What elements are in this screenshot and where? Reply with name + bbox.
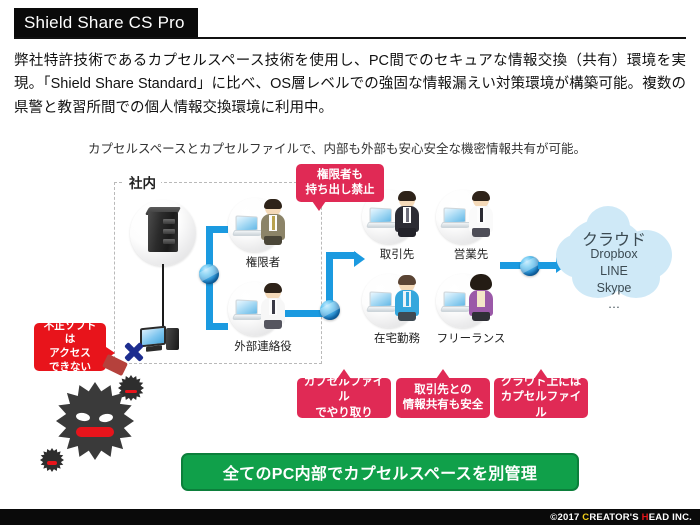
callout-capsule-exchange: カプセルファイル でやり取り	[297, 369, 391, 419]
egress-arrow-riser	[326, 252, 333, 316]
cloud-service-line: LINE	[600, 264, 628, 278]
callout-malware-line2: アクセス	[49, 347, 91, 359]
cloud-service-skype: Skype	[596, 281, 632, 295]
sales-client-label: 営業先	[453, 249, 489, 261]
callout-tail	[534, 369, 548, 379]
internal-zone-label: 社内	[124, 172, 161, 192]
authorized-user-label: 権限者	[245, 257, 281, 269]
connector-top-arm	[206, 226, 228, 233]
external-liaison-label: 外部連絡役	[234, 341, 292, 353]
callout-safe-sharing-line1: 取引先との	[414, 383, 472, 396]
egress-arrow-top	[326, 252, 356, 259]
callout-no-takeout-line2: 持ち出し禁止	[305, 184, 375, 196]
remote-worker-label: 在宅勤務	[374, 333, 420, 345]
callout-tail	[337, 369, 351, 379]
cloud-lobe-top	[586, 206, 630, 248]
server-pc-link	[162, 264, 164, 326]
callout-safe-sharing: 取引先との 情報共有も安全	[396, 369, 490, 418]
callout-cloud-capsule-line2: カプセルファイル	[500, 391, 582, 419]
capsule-globe-internal	[199, 264, 219, 284]
brand-ead: EAD INC.	[648, 511, 692, 523]
summary-banner: 全てのPC内部でカプセルスペースを別管理	[181, 453, 579, 491]
connector-bottom-arm	[206, 323, 228, 330]
block-x-icon	[124, 342, 144, 362]
freelancer-label: フリーランス	[436, 333, 506, 345]
desktop-pc-icon	[140, 325, 184, 355]
remote-worker-icon	[362, 274, 432, 330]
callout-tail	[436, 369, 450, 379]
egress-arrow-head	[354, 251, 365, 267]
copyright-text: ©2017 CREATOR'S HEAD INC.	[550, 512, 700, 523]
callout-malware-line1: 不正ソフトは	[43, 319, 97, 346]
footer-bar: ©2017 CREATOR'S HEAD INC.	[0, 509, 700, 525]
server-bubble	[130, 200, 196, 266]
callout-cloud-capsule-line1: クラウド上には	[500, 376, 582, 389]
capsule-globe-egress	[320, 300, 340, 320]
cloud-arrow-right	[538, 262, 558, 269]
page-title: Shield Share CS Pro	[24, 13, 185, 32]
copyright-prefix: ©2017	[550, 511, 583, 523]
cloud-lobe-bottom-right	[612, 258, 660, 298]
cloud-title: クラウド	[581, 232, 646, 249]
brand-reators: REATOR'S	[589, 511, 642, 523]
callout-tail	[312, 201, 326, 211]
capsule-globe-cloud	[520, 256, 540, 276]
brand-initial-c: C	[582, 511, 590, 523]
callout-malware-line3: できない	[49, 360, 91, 373]
business-partner-icon	[362, 190, 432, 246]
brand-initial-h: H	[641, 511, 649, 523]
callout-no-takeout-line1: 権限者も	[317, 168, 363, 181]
cloud-service-dropbox: Dropbox	[590, 247, 638, 261]
business-partner-label: 取引先	[379, 249, 415, 261]
diagram-canvas: 社内	[0, 160, 700, 505]
sales-client-icon	[436, 190, 506, 246]
virus-germ-icon	[56, 382, 134, 460]
cloud-arrow-left	[500, 262, 524, 269]
callout-cloud-capsule: クラウド上には カプセルファイル	[494, 369, 588, 419]
cloud-service-more: …	[607, 297, 621, 311]
header-rule	[14, 37, 686, 39]
callout-capsule-exchange-line2: でやり取り	[315, 406, 373, 419]
sub-caption: カプセルスペースとカプセルファイルで、内部も外部も安心安全な機密情報共有が可能。	[88, 142, 587, 156]
callout-malware-blocked: 不正ソフトは アクセス できない	[34, 319, 115, 373]
virus-germ-small-icon-2	[40, 448, 64, 472]
callout-safe-sharing-line2: 情報共有も安全	[402, 399, 484, 411]
virus-germ-small-icon-1	[118, 375, 144, 401]
header-bar: Shield Share CS Pro	[14, 8, 198, 38]
egress-arrow-stem	[285, 310, 333, 317]
freelancer-icon	[436, 274, 506, 330]
callout-capsule-exchange-line1: カプセルファイル	[303, 376, 385, 404]
authorized-user-icon	[228, 198, 298, 254]
callout-no-takeout: 権限者も 持ち出し禁止	[296, 164, 384, 211]
lead-paragraph: 弊社特許技術であるカプセルスペース技術を使用し、PC間でのセキュアな情報交換（共…	[14, 53, 686, 116]
external-liaison-icon	[228, 282, 298, 338]
server-icon	[144, 207, 182, 252]
